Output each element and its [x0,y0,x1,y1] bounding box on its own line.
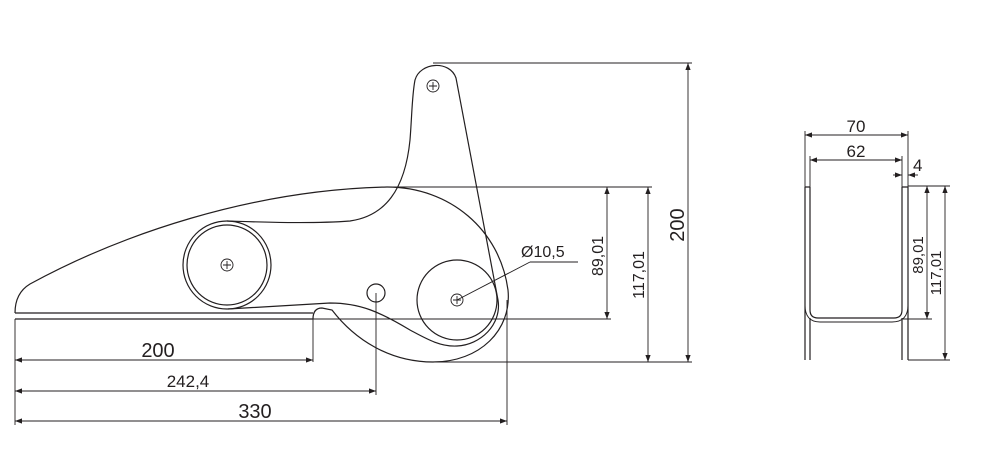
right-roller [416,259,498,341]
left-roller-ring [182,220,272,310]
dimension-lines [15,63,691,424]
dim-end-height-inner: 89,01 [910,236,927,274]
dim-total-length: 330 [238,401,271,423]
dim-height-outer: 117,01 [631,251,648,299]
channel-profile [809,187,903,319]
dim-inner-width: 62 [847,142,866,161]
left-roller [186,224,268,306]
dim-length-to-hole: 242,4 [167,372,210,391]
side-view: 200 242,4 330 Ø10,5 89,01 117,01 200 [14,62,692,425]
end-view: 70 62 4 89,01 117,01 [804,117,950,361]
channel-bend [804,304,909,323]
dim-total-height: 200 [667,208,689,241]
end-dimension-lines [805,132,948,360]
dim-end-height-outer: 117,01 [928,251,945,296]
channel-outer [804,186,909,360]
bracket-outer-profile [14,186,509,363]
dim-hole-diameter: Ø10,5 [521,244,565,261]
dim-height-inner: 89,01 [590,236,607,276]
dim-outer-width: 70 [847,117,866,136]
end-extension-lines [804,131,950,361]
lever-and-inner-contour [226,64,500,347]
dim-length-to-notch: 200 [141,340,174,362]
dim-wall-thickness: 4 [913,156,922,175]
